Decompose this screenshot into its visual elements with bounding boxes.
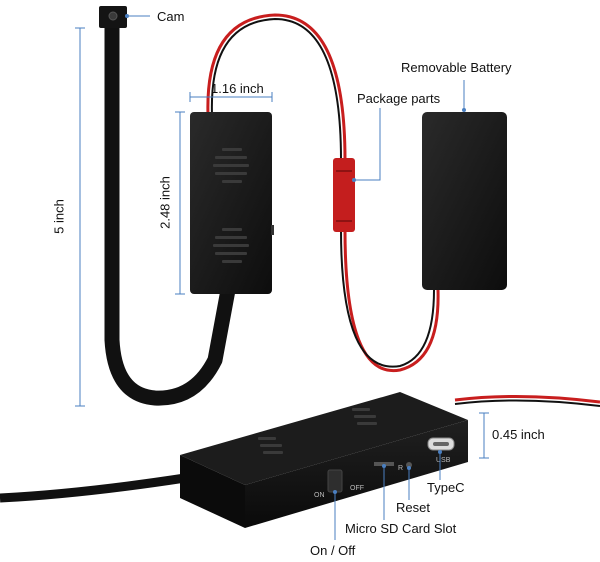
- vent-holes-perspective-1: [258, 437, 283, 454]
- module-bottom-wire: [454, 394, 600, 404]
- marking-usb: USB: [436, 457, 451, 464]
- ribbon-cable: [104, 20, 236, 406]
- label-thickness: 0.45 inch: [492, 427, 545, 442]
- label-sd-slot: Micro SD Card Slot: [345, 521, 457, 536]
- wire-connector: [333, 158, 355, 232]
- dimension-lines: [75, 15, 489, 540]
- battery-wire-bottom: [343, 229, 440, 373]
- label-length: 5 inch: [51, 199, 67, 234]
- vent-holes-lower: [213, 228, 249, 263]
- label-cam: Cam: [157, 9, 185, 24]
- typec-port-inner: [433, 442, 449, 446]
- side-button: [271, 225, 274, 235]
- connector-ridge: [336, 170, 352, 172]
- module-top-view: [190, 112, 272, 294]
- marking-off: OFF: [350, 485, 364, 492]
- reset-hole: [406, 462, 412, 468]
- pointer-dots: [125, 14, 466, 494]
- vent-holes-upper: [213, 148, 249, 183]
- label-onoff: On / Off: [310, 543, 356, 558]
- camera-lens: [108, 11, 118, 21]
- module-bottom-front-face: [245, 420, 468, 528]
- label-typec: TypeC: [427, 480, 465, 495]
- marking-on: ON: [314, 492, 325, 499]
- module-bottom-wire-black: [454, 399, 600, 407]
- label-battery: Removable Battery: [401, 60, 512, 75]
- battery-wire-top: [206, 13, 347, 161]
- bottom-ribbon: [0, 473, 186, 503]
- connector-ridge: [336, 220, 352, 222]
- battery-wire-top-black: [210, 17, 342, 161]
- label-height: 2.48 inch: [157, 176, 173, 229]
- battery-pack: [422, 112, 507, 290]
- battery-wire-bottom-black: [340, 229, 435, 368]
- label-width: 1.16 inch: [211, 81, 264, 96]
- marking-reset: R: [398, 465, 403, 472]
- label-package-parts: Package parts: [357, 91, 441, 106]
- package-parts-pointer: [354, 108, 381, 181]
- module-bottom-left-face: [180, 455, 245, 528]
- label-reset: Reset: [396, 500, 430, 515]
- on-off-switch: [327, 469, 343, 493]
- vent-holes-perspective-2: [352, 408, 377, 425]
- module-bottom-top-face: [180, 392, 468, 485]
